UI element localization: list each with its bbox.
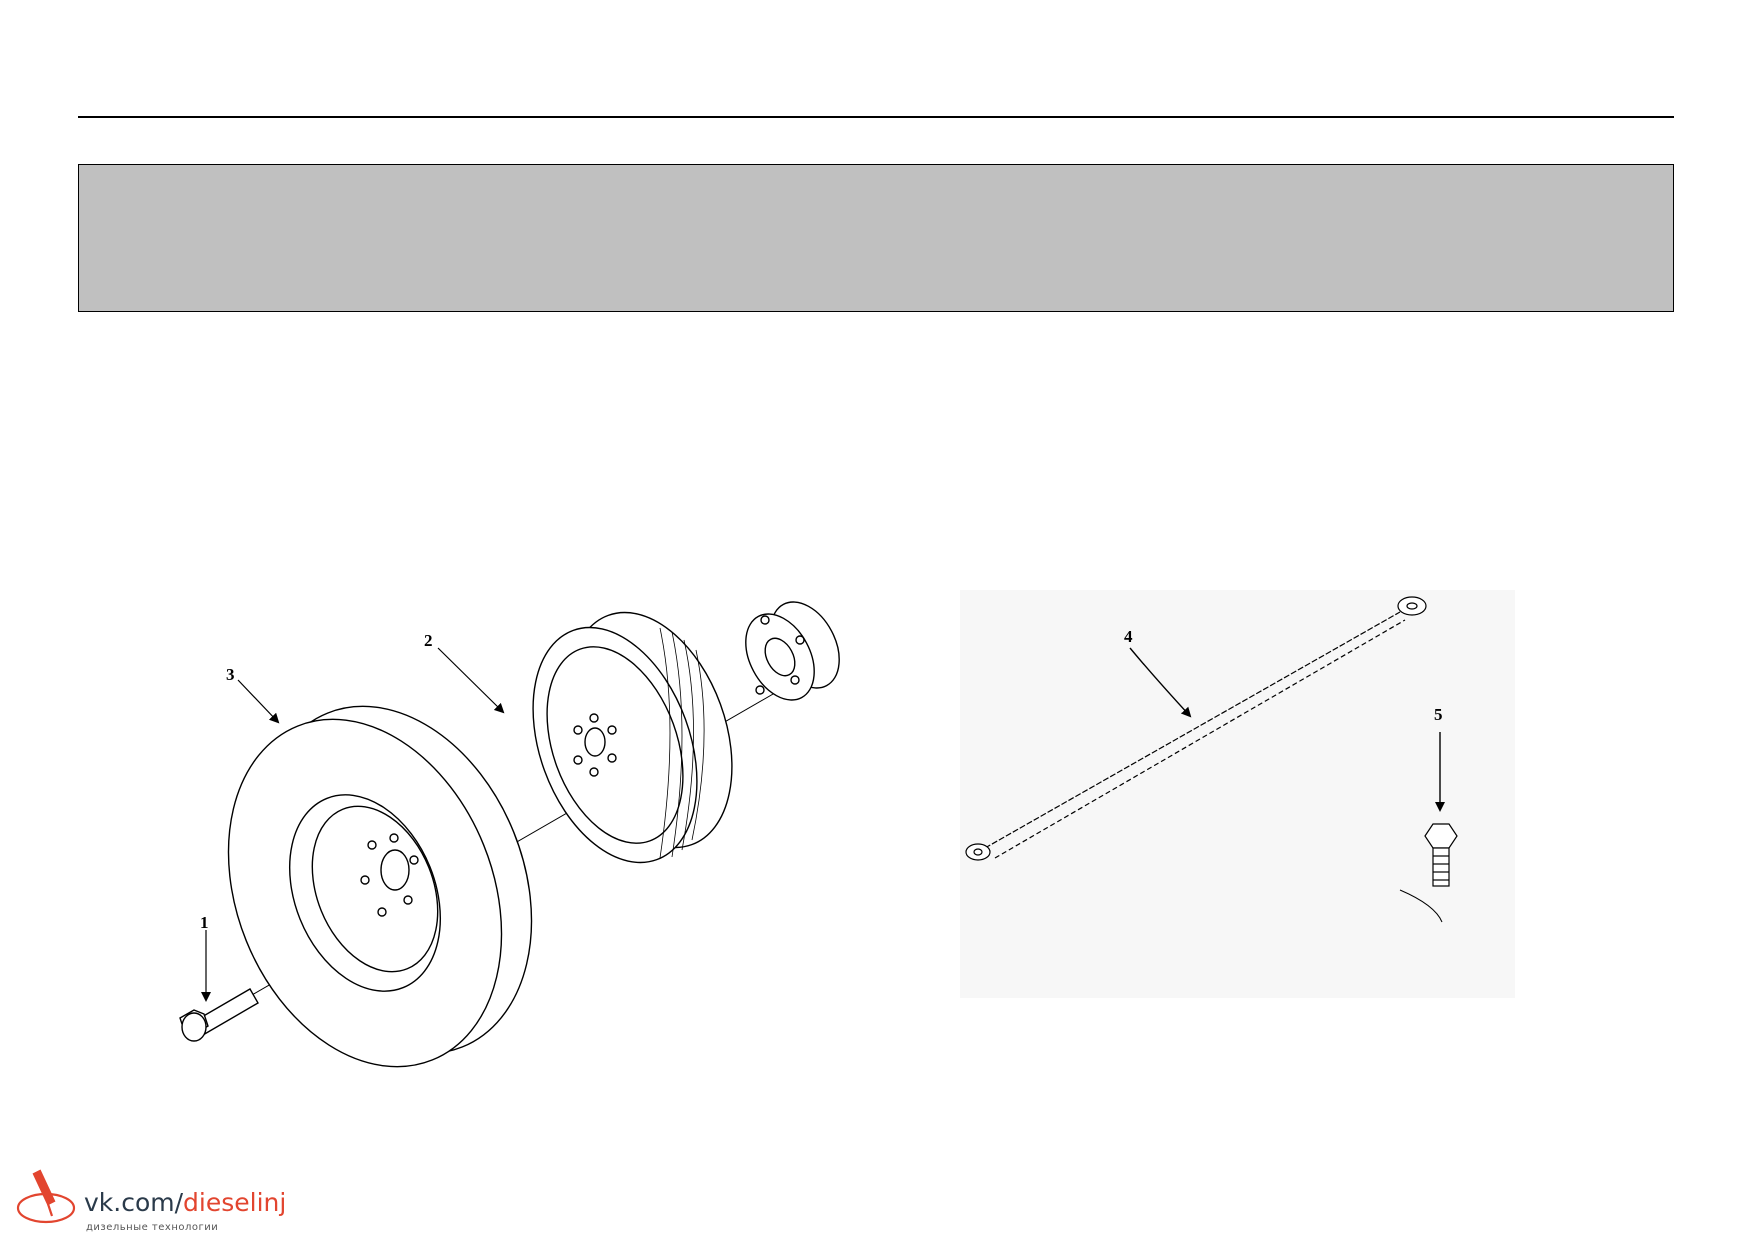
right-callouts bbox=[1129, 647, 1445, 812]
callout-5: 5 bbox=[1434, 705, 1443, 724]
left-callouts bbox=[201, 647, 505, 1002]
callout-3-arrow bbox=[237, 679, 280, 724]
callout-4: 4 bbox=[1124, 627, 1133, 646]
ground-strap bbox=[965, 596, 1427, 861]
crank-pulley bbox=[532, 611, 733, 864]
crank-hub bbox=[745, 601, 840, 701]
title-band bbox=[78, 164, 1674, 312]
header-rule bbox=[78, 116, 1674, 118]
watermark-logo-icon bbox=[16, 1169, 76, 1224]
watermark-prefix: vk.com/ bbox=[84, 1188, 184, 1217]
right-assembly bbox=[965, 596, 1458, 923]
pulley-bolt bbox=[179, 988, 259, 1042]
callout-4-arrow bbox=[1129, 647, 1192, 718]
watermark-url: vk.com/dieselinj bbox=[84, 1190, 286, 1215]
vibration-damper bbox=[227, 705, 533, 1068]
watermark-handle: dieselinj bbox=[183, 1188, 287, 1217]
photo-panel bbox=[960, 590, 1515, 998]
callout-1: 1 bbox=[200, 913, 209, 932]
strap-bolt bbox=[1399, 823, 1458, 923]
callout-3: 3 bbox=[226, 665, 235, 684]
left-assembly bbox=[179, 601, 840, 1068]
watermark-tagline: дизельные технологии bbox=[86, 1222, 219, 1233]
callout-2: 2 bbox=[424, 631, 433, 650]
callout-2-arrow bbox=[437, 647, 505, 714]
